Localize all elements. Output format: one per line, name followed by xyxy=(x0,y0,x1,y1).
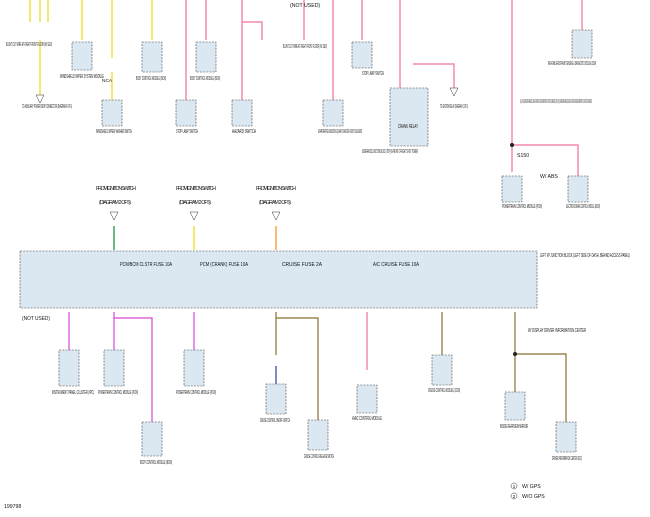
stop-lamp-switch-2: STOP LAMP SWITCH xyxy=(362,71,384,77)
w-display-dic-note: W/ DISPLAY DRIVER INFORMATION CENTER xyxy=(528,328,586,334)
junction-block: LEFT I/P JUNCTION BLOCK (LEFT SIDE OF DA… xyxy=(19,250,630,309)
pcm-bottom-1: POWERTRAIN CONTROL MODULE (PCM) xyxy=(98,390,138,396)
junction-block-label: LEFT I/P JUNCTION BLOCK (LEFT SIDE OF DA… xyxy=(540,253,630,259)
ebcm-module: ELECTRONIC BRAKE CONTROL MODULE (EBCM) xyxy=(566,204,600,210)
fuse-pcm-bcm-clstr: PCM/BCM CLSTR FUSE 10A xyxy=(120,262,172,268)
stop-lamp-switch-1: STOP LAMP SWITCH xyxy=(176,129,198,135)
from-ign-1: FROM IGNITION SWITCH xyxy=(96,186,136,192)
splice-dot xyxy=(510,143,514,147)
pcm-bottom-2: POWERTRAIN CONTROL MODULE (PCM) xyxy=(176,390,216,396)
cruise-onoff-switch: CRUISE CONTROL ON/OFF SWITCH xyxy=(260,418,290,424)
arrow-icon xyxy=(35,94,45,104)
arrow-icon xyxy=(449,87,459,97)
splice-dot xyxy=(513,352,517,356)
cruise-release-switch: CRUISE CONTROL RELEASE SWITCH xyxy=(304,454,334,460)
dic-module: DRIVER INFORMATION CENTER (DIC) xyxy=(552,456,582,462)
to-ignition-relay: TO IGNITION RELAY (DIAGRAM 1 OF 5) xyxy=(440,104,468,110)
hazard-switch: HAZARD SWITCH xyxy=(232,129,256,135)
from-ign-2-diagram: (DIAGRAM 2 OF 5) xyxy=(179,200,211,206)
from-ign-1-diagram: (DIAGRAM 2 OF 5) xyxy=(99,200,131,206)
ccm-module: CRUISE CONTROL MODULE (CCM) xyxy=(428,388,460,394)
bottom-components: (NOT USED) INSTRUMENT PANEL CLUSTER (IPC… xyxy=(22,316,586,466)
aux-power-drop: TO AUXILIARY POWER DROP CONNECTOR (DIAGR… xyxy=(22,104,72,110)
fuse-ac-cruise: A/C CRUISE FUSE 10A xyxy=(373,262,419,268)
splice-label: S150 xyxy=(517,153,529,159)
not-used-bottom: (NOT USED) xyxy=(22,316,50,322)
from-ign-2: FROM IGNITION SWITCH xyxy=(176,186,216,192)
nca-label: NCA xyxy=(102,78,113,84)
legend: 1 W/ GPS 2 W/O GPS xyxy=(510,482,545,500)
engine-harness-note: (3.4L (VIN E): ENGINE WIRING HARNESS, LO… xyxy=(520,99,592,105)
blunt-cut-wire-2: BLUNT CUT WIRE AT RIGHT FRONT FLOOR (W/ … xyxy=(283,44,327,50)
legend-key-2: 2 xyxy=(513,494,516,500)
pcm-top: POWERTRAIN CONTROL MODULE (PCM) xyxy=(502,204,542,210)
ipc-module: INSTRUMENT PANEL CLUSTER (IPC) xyxy=(52,390,94,396)
legend-value-2: W/O GPS xyxy=(522,494,545,500)
underhood-junction-block: UNDERHOOD JUNCTION BLOCK (TOP) (IN FRONT… xyxy=(362,149,418,155)
fuse-pcm-crank: PCM (CRANK) FUSE 10A xyxy=(200,262,248,268)
arrow-icon xyxy=(271,211,281,221)
wiper-switch: WINDSHIELD WIPER/ WASHER SWITCH xyxy=(96,129,132,135)
hvac-module: HVAC CONTROL MODULE xyxy=(352,416,382,422)
arrow-icon xyxy=(189,211,199,221)
legend-value-1: W/ GPS xyxy=(522,484,541,490)
crank-relay: CRANK RELAY xyxy=(398,124,418,130)
not-used-top: (NOT USED) xyxy=(290,3,320,9)
from-ign-3: FROM IGNITION SWITCH xyxy=(256,186,296,192)
sdm-module: INFLATABLE RESTRAINT SENSING & DIAGNOSTI… xyxy=(548,61,596,67)
wiper-module: WINDSHIELD WIPER SYSTEM MODULE xyxy=(60,74,104,80)
bcm-bottom: BODY CONTROL MODULE (BCM) xyxy=(140,460,172,466)
arrow-icon xyxy=(109,211,119,221)
inside-rearview-mirror: INSIDE REARVIEW MIRROR xyxy=(500,424,528,430)
legend-key-1: 1 xyxy=(513,484,516,490)
bcm-1: BODY CONTROL MODULE (BCM) xyxy=(136,76,166,82)
from-ign-3-diagram: (DIAGRAM 2 OF 5) xyxy=(259,200,291,206)
diagram-id: 199798 xyxy=(4,504,21,510)
w-abs-label: W/ ABS xyxy=(540,174,558,180)
evap-solenoid: EVAPORATIVE EMISSIONS (EVAP) CANISTER VE… xyxy=(318,129,362,135)
bcm-2: BODY CONTROL MODULE (BCM) xyxy=(190,76,220,82)
top-components: BLUNT CUT WIRE AT RIGHT FRONT FLOOR (W/ … xyxy=(6,3,600,210)
blunt-cut-wire-1: BLUNT CUT WIRE AT RIGHT FRONT FLOOR (W/ … xyxy=(6,42,52,48)
fuse-cruise: CRUISE FUSE 2A xyxy=(282,262,322,268)
